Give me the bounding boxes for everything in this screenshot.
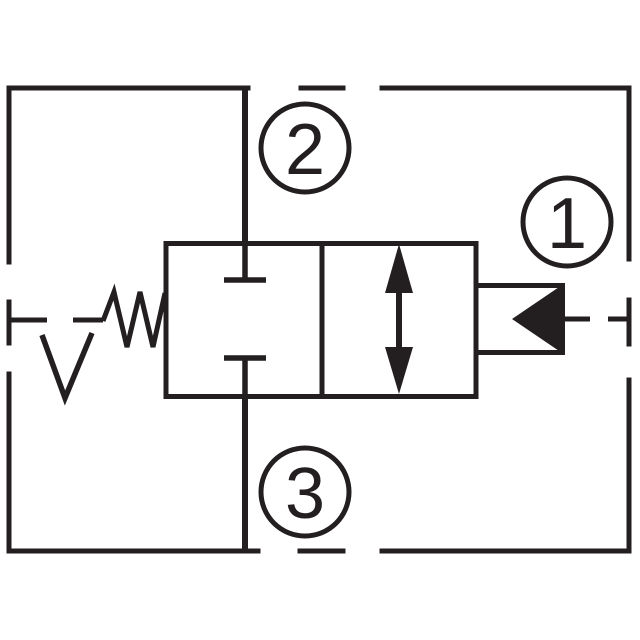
flow-arrow-head-down-icon (385, 347, 413, 394)
port-3-circle (258, 445, 352, 539)
valve-body (163, 241, 479, 399)
port-2-circle (258, 101, 352, 195)
pilot-pressure-triangle-icon (512, 283, 565, 355)
port-1-label: 1 (520, 175, 614, 269)
boundary-box (6, 85, 632, 554)
flow-arrow-head-up-icon (385, 244, 413, 293)
port-3-number: 3 (285, 454, 325, 534)
blocked-port-symbol-top (224, 243, 266, 283)
flow-path-arrow (385, 244, 413, 394)
port-1-number: 1 (547, 184, 587, 264)
spring-icon (100, 283, 168, 348)
port-3-label: 3 (258, 445, 352, 539)
vent-v-icon (39, 331, 95, 406)
port-1-circle (520, 175, 614, 269)
spring-return (9, 283, 168, 406)
port-2-label: 2 (258, 101, 352, 195)
pilot-actuator (477, 283, 629, 355)
blocked-port-symbol-bottom (224, 355, 266, 397)
port-2-number: 2 (285, 110, 325, 190)
